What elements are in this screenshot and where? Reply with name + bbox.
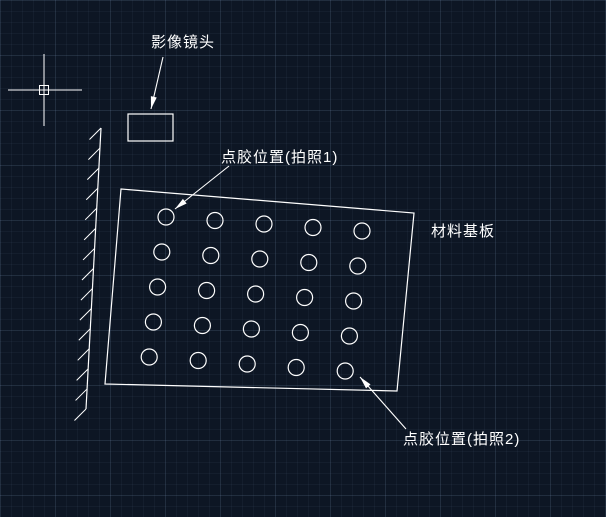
dispense-hole-circle[interactable] bbox=[345, 292, 363, 310]
label-material-substrate[interactable]: 材料基板 bbox=[431, 223, 496, 240]
wall-hatch-mark bbox=[81, 268, 94, 281]
dispense-hole-circle[interactable] bbox=[300, 253, 318, 272]
dispense-hole-circle[interactable] bbox=[153, 243, 171, 261]
dispense-hole-circle[interactable] bbox=[198, 281, 216, 300]
dispense-hole-circle[interactable] bbox=[336, 362, 354, 380]
wall-hatch-mark bbox=[84, 207, 98, 221]
dispense-hole-circle[interactable] bbox=[349, 257, 367, 275]
substrate-plate-outline[interactable] bbox=[104, 188, 415, 392]
wall-hatch-mark bbox=[83, 228, 96, 241]
dispense-hole-circle[interactable] bbox=[353, 222, 371, 240]
dispense-hole-circle[interactable] bbox=[255, 215, 273, 233]
wall-hatch-mark bbox=[89, 127, 102, 140]
wall-hatch-mark bbox=[77, 348, 90, 361]
dispense-hole-circle[interactable] bbox=[251, 250, 269, 268]
wall-hatch-mark bbox=[78, 328, 91, 341]
dispense-hole-circle[interactable] bbox=[242, 320, 260, 338]
dispense-hole-circle[interactable] bbox=[157, 208, 175, 226]
wall-hatch-mark bbox=[76, 368, 89, 381]
dispense-hole-circle[interactable] bbox=[304, 218, 322, 237]
leader-dispense-2[interactable] bbox=[359, 376, 407, 430]
label-camera-lens[interactable]: 影像镜头 bbox=[151, 34, 216, 51]
dispense-hole-circle[interactable] bbox=[340, 327, 358, 345]
dispense-hole-circle[interactable] bbox=[287, 358, 305, 377]
dispense-hole-circle[interactable] bbox=[189, 351, 207, 370]
dispense-hole-circle[interactable] bbox=[238, 355, 256, 373]
dispense-hole-circle[interactable] bbox=[291, 323, 309, 342]
wall-hatch-mark bbox=[82, 248, 95, 261]
dispense-hole-circle[interactable] bbox=[144, 313, 162, 331]
wall-hatch-mark bbox=[86, 167, 100, 181]
dispense-hole-circle[interactable] bbox=[140, 348, 158, 366]
wall-hatch-mark bbox=[74, 408, 87, 421]
label-dispense-position-1[interactable]: 点胶位置(拍照1) bbox=[221, 149, 339, 166]
wall-hatch-mark bbox=[80, 288, 93, 301]
dispense-hole-circle[interactable] bbox=[296, 288, 314, 307]
camera-lens-rect[interactable] bbox=[127, 113, 174, 142]
dispense-hole-circle[interactable] bbox=[149, 278, 167, 296]
wall-hatch-mark bbox=[85, 187, 99, 201]
dispense-hole-circle[interactable] bbox=[202, 246, 220, 265]
dispense-hole-circle[interactable] bbox=[193, 316, 211, 335]
leader-dispense-1[interactable] bbox=[174, 165, 230, 210]
wall-hatch-mark bbox=[75, 388, 88, 401]
dispense-hole-circle[interactable] bbox=[206, 211, 224, 230]
leader-camera-lens[interactable] bbox=[150, 56, 164, 110]
dispense-hole-circle[interactable] bbox=[247, 285, 265, 303]
label-dispense-position-2[interactable]: 点胶位置(拍照2) bbox=[403, 431, 521, 448]
pickbox-cursor bbox=[39, 85, 49, 95]
wall-hatch-mark bbox=[79, 308, 92, 321]
wall-hatch-mark bbox=[88, 147, 101, 160]
